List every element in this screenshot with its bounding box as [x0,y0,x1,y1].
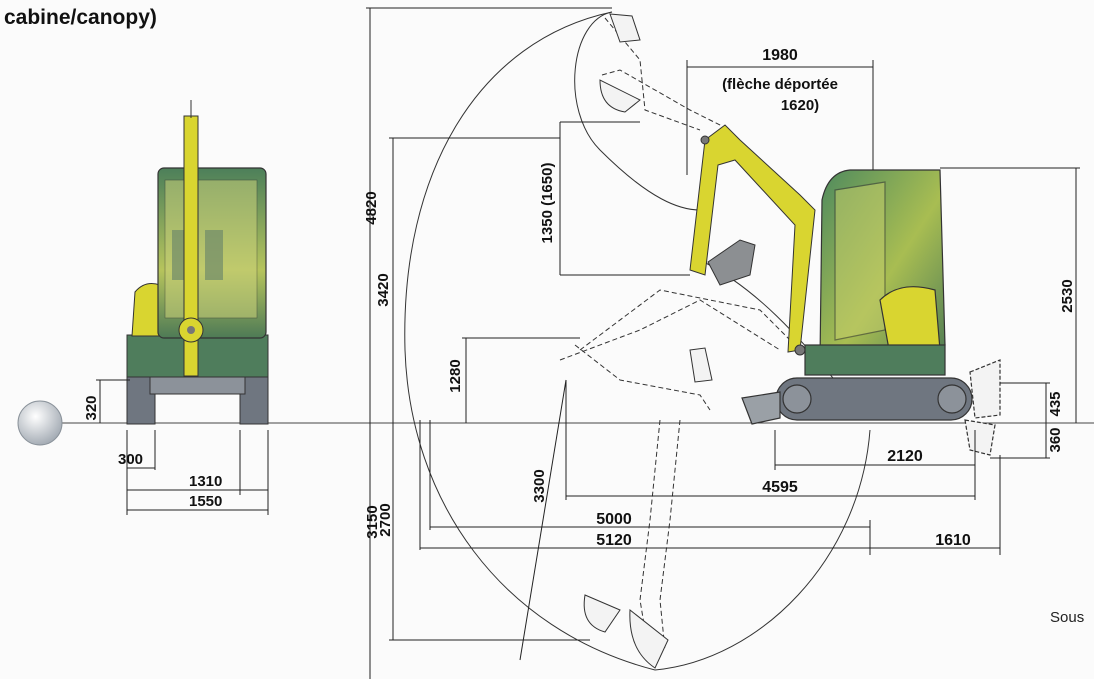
front-view-dimensions [96,379,269,515]
dim-3420: 3420 [375,273,392,306]
dim-435: 435 [1047,391,1064,416]
page-title: cabine/canopy) [4,6,157,29]
dim-1280: 1280 [447,359,464,392]
dim-1310: 1310 [189,473,222,490]
dim-2700: 2700 [377,503,394,536]
dim-3300: 3300 [531,469,548,502]
footer-text: Sous [1050,609,1085,626]
dim-1550: 1550 [189,493,222,510]
dim-2530: 2530 [1059,279,1076,312]
side-view-dimensions [366,7,1080,679]
dim-360: 360 [1047,427,1064,452]
ghost-buckets [583,13,713,669]
ghost-arm-positions [559,17,791,661]
dim-4595: 4595 [762,479,798,496]
dim-5120: 5120 [596,532,632,549]
excavator-body [804,169,946,376]
globe-marker [17,400,63,446]
dim-5000: 5000 [596,511,632,528]
dim-1980-note-1: (flèche déportée [722,76,838,93]
dim-1980: 1980 [762,47,798,64]
dim-320: 320 [83,395,100,420]
dim-4820: 4820 [363,191,380,224]
undercarriage [741,359,1001,456]
dim-3150: 3150 [364,505,381,538]
dim-1610: 1610 [935,532,971,549]
front-view-machine [126,100,269,425]
dim-1350: 1350 (1650) [539,163,556,244]
boom-arm [689,124,816,356]
dim-2120: 2120 [887,448,923,465]
dim-1980-note-2: 1620) [781,97,819,114]
dim-300: 300 [118,451,143,468]
